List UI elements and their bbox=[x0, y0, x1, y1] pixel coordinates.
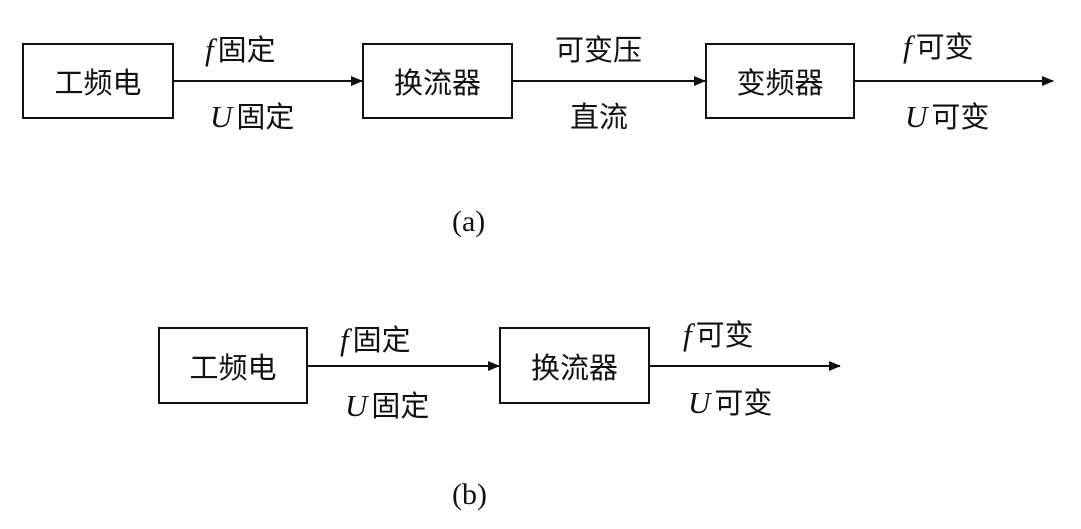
block-a-inverter: 变频器 bbox=[705, 43, 855, 119]
block-b-converter: 换流器 bbox=[499, 327, 650, 404]
symbol-f: f bbox=[903, 29, 912, 64]
symbol-f: f bbox=[205, 32, 214, 67]
block-a-converter-label: 换流器 bbox=[393, 66, 481, 100]
symbol-u: U bbox=[210, 99, 233, 134]
label-text: 固定 bbox=[352, 323, 411, 357]
label-text: 可变 bbox=[931, 100, 990, 134]
label-text: 可变 bbox=[695, 318, 754, 352]
block-a-converter: 换流器 bbox=[362, 43, 513, 119]
block-a-inverter-label: 变频器 bbox=[736, 66, 824, 100]
symbol-f: f bbox=[340, 322, 349, 357]
caption-b: (b) bbox=[452, 478, 487, 511]
label-text: 固定 bbox=[371, 389, 430, 423]
label-text: 直流 bbox=[570, 100, 629, 134]
label-text: 可变压 bbox=[555, 33, 643, 67]
symbol-u: U bbox=[345, 388, 368, 423]
label-text: 可变 bbox=[714, 386, 773, 420]
label-text: 可变 bbox=[915, 30, 974, 64]
label-text: 固定 bbox=[217, 33, 276, 67]
label-a-e2-top: 可变压 bbox=[555, 33, 642, 67]
label-a-e2-bottom: 直流 bbox=[570, 100, 628, 134]
caption-a: (a) bbox=[452, 205, 486, 238]
block-b-source-label: 工频电 bbox=[189, 350, 277, 385]
symbol-u: U bbox=[688, 385, 711, 420]
symbol-u: U bbox=[905, 99, 928, 134]
block-a-source: 工频电 bbox=[22, 43, 174, 119]
symbol-f: f bbox=[683, 317, 692, 352]
block-b-converter-label: 换流器 bbox=[530, 350, 618, 385]
block-b-source: 工频电 bbox=[158, 327, 308, 404]
block-a-source-label: 工频电 bbox=[54, 66, 142, 100]
label-text: 固定 bbox=[236, 100, 295, 134]
